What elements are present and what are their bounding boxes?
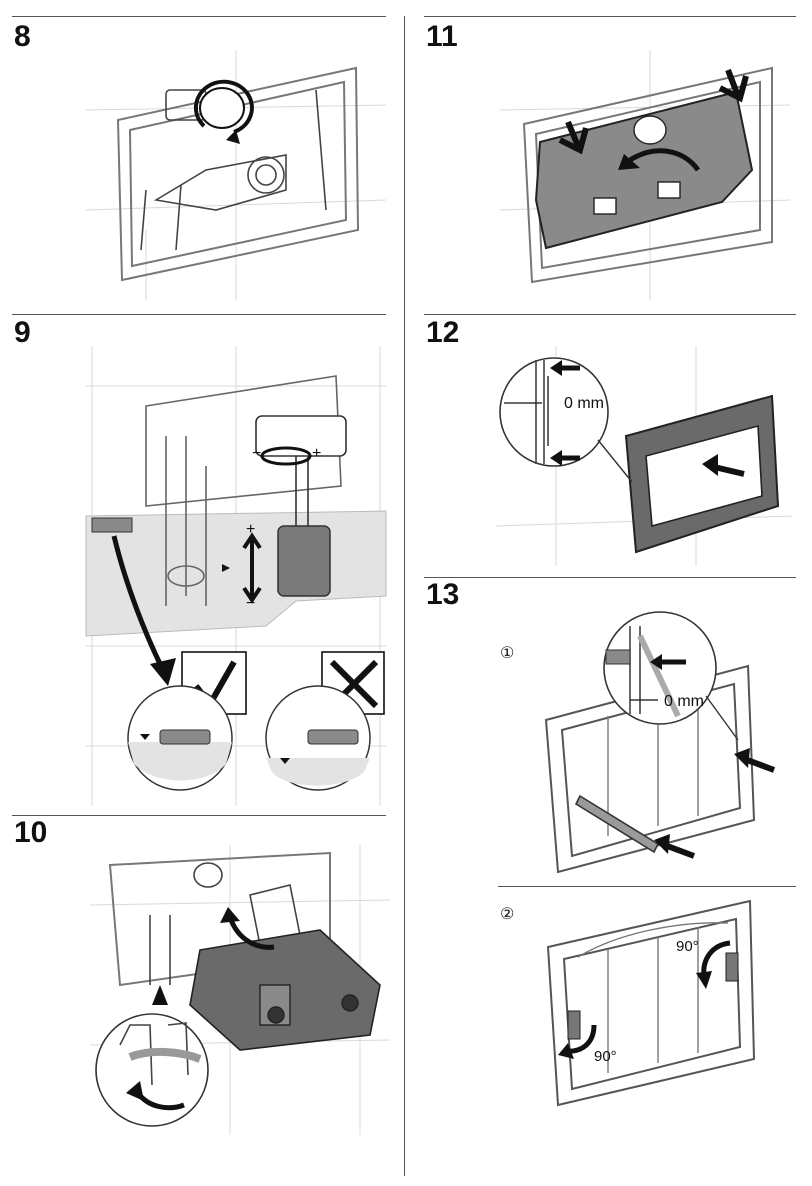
divider-step-13-sub2 — [498, 886, 796, 887]
illustration-step-13-sub1: ① 0 mm — [498, 606, 792, 880]
divider-step-9 — [12, 314, 386, 315]
sign-plus-top: + — [312, 445, 321, 462]
cross-panel — [265, 651, 385, 791]
gap-label: 0 mm — [564, 395, 604, 412]
sub-step-marker-1: ① — [500, 645, 514, 662]
divider-step-13 — [424, 577, 796, 578]
angle-label-bottom: 90° — [594, 1048, 617, 1065]
step-number-10: 10 — [14, 816, 48, 849]
step-number-11: 11 — [426, 20, 458, 53]
illustration-step-9: − + + − — [85, 346, 387, 806]
angle-label-top: 90° — [676, 938, 699, 955]
sub-step-marker-2: ② — [500, 906, 514, 923]
rotate-arrows-icon — [260, 446, 312, 466]
cover-plate — [534, 90, 754, 250]
cistern-frame — [116, 66, 360, 282]
actuator-rod — [574, 794, 660, 854]
vertical-adjust-arrow-icon — [242, 532, 262, 604]
sign-minus-top: − — [252, 445, 261, 462]
sign-minus: − — [246, 595, 255, 612]
push-down-arrow-icon — [558, 120, 589, 155]
check-panel — [127, 651, 247, 791]
mounting-frame — [546, 899, 756, 1107]
illustration-step-10 — [89, 845, 391, 1135]
illustration-step-12: 0 mm — [495, 346, 793, 566]
float-valve — [277, 525, 331, 597]
curved-arrow-icon — [111, 535, 167, 674]
step-number-8: 8 — [14, 20, 31, 53]
divider-step-8 — [12, 16, 386, 17]
divider-step-10 — [12, 815, 386, 816]
valve-knob-icon — [199, 87, 245, 129]
curved-arrow-icon — [227, 916, 275, 950]
curved-arrow-icon — [628, 148, 701, 172]
illustration-step-11 — [499, 50, 791, 300]
divider-step-11 — [424, 16, 796, 17]
illustration-step-8 — [85, 50, 387, 300]
gap-label: 0 mm — [664, 693, 704, 710]
sign-plus: + — [246, 521, 255, 538]
illustration-step-13-sub2: ② 90° 90° — [498, 893, 792, 1109]
step-number-9: 9 — [14, 316, 31, 349]
step-number-13: 13 — [426, 578, 460, 611]
divider-step-12 — [424, 314, 796, 315]
column-divider — [404, 16, 405, 1176]
step-number-12: 12 — [426, 316, 460, 349]
push-down-arrow-icon — [718, 68, 749, 103]
